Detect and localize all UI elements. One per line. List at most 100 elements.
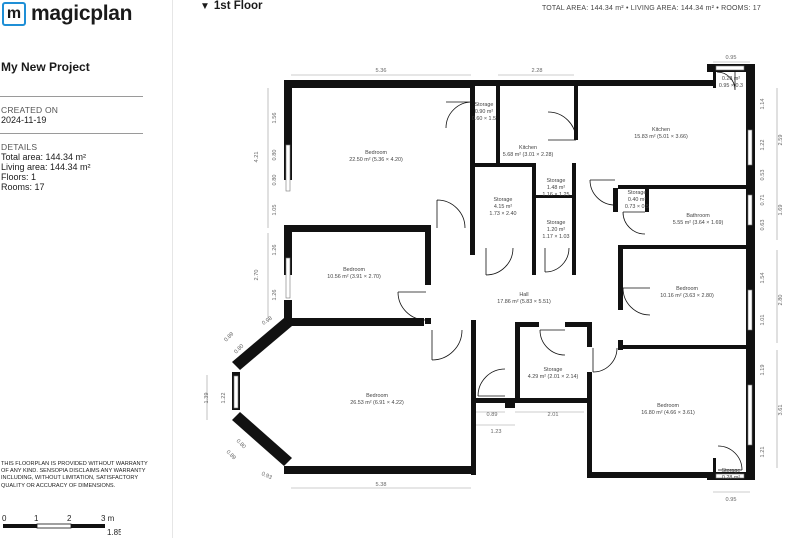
dim-label: 2.01 bbox=[548, 412, 559, 418]
room-area: 26.53 m² (6.91 × 4.22) bbox=[350, 400, 404, 406]
dim-label: 0.53 bbox=[760, 170, 766, 181]
room-area: 0.28 m² bbox=[722, 475, 740, 481]
dim-label: 1.21 bbox=[760, 447, 766, 458]
details-label: DETAILS bbox=[1, 142, 38, 152]
dim-label: 1.22 bbox=[760, 140, 766, 151]
dim-label: 1.23 bbox=[491, 429, 502, 435]
dim-label: 4.21 bbox=[254, 152, 260, 163]
dim-label: 2.59 bbox=[778, 135, 784, 146]
dim-label: 5.38 bbox=[376, 482, 387, 488]
room-area: 15.83 m² (5.01 × 3.66) bbox=[634, 134, 688, 140]
room-name: Storage bbox=[475, 102, 494, 108]
scale-tick-2: 2 bbox=[67, 514, 72, 523]
brand-name: magicplan bbox=[31, 2, 133, 25]
dim-label: 0.71 bbox=[760, 195, 766, 206]
dim-label: 0.80 bbox=[272, 175, 278, 186]
dim-label: 1.56 bbox=[272, 113, 278, 124]
room-area: 10.16 m² (3.63 × 2.80) bbox=[660, 293, 714, 299]
dim-label: 0.89 bbox=[487, 412, 498, 418]
dim-label: 5.36 bbox=[376, 68, 387, 74]
created-date: 2024-11-19 bbox=[1, 115, 47, 125]
floor-name: 1st Floor bbox=[213, 0, 263, 12]
dim-label: 0.63 bbox=[760, 220, 766, 231]
room-name: Storage bbox=[628, 190, 647, 196]
room-area: 1.20 m² bbox=[547, 227, 565, 233]
room-dims: 1.73 × 2.40 bbox=[489, 211, 516, 217]
dim-label: 1.19 bbox=[760, 365, 766, 376]
room-name: Storage bbox=[547, 220, 566, 226]
room-name: Storage bbox=[547, 178, 566, 184]
room-area: 4.15 m² bbox=[494, 204, 512, 210]
detail-living-area: Living area: 144.34 m² bbox=[1, 162, 91, 172]
dim-label: 0.80 bbox=[233, 343, 245, 355]
scale-bar: 0 1 2 3 m 1.85 bbox=[2, 514, 121, 537]
dim-label: 1.26 bbox=[272, 245, 278, 256]
scale-sub-label: 1.85 bbox=[107, 528, 121, 537]
dim-label: 3.61 bbox=[778, 405, 784, 416]
sidebar: m magicplan My New Project CREATED ON 20… bbox=[0, 0, 173, 538]
door-swings bbox=[397, 71, 743, 471]
room-area: 4.29 m² (2.01 × 2.14) bbox=[528, 374, 579, 380]
dim-label: 1.54 bbox=[760, 273, 766, 284]
scale-tick-3: 3 m bbox=[101, 514, 115, 523]
dim-label: 0.80 bbox=[272, 150, 278, 161]
room-name: Storage bbox=[494, 197, 513, 203]
dim-label: 0.98 bbox=[261, 316, 273, 327]
dim-label: 1.69 bbox=[778, 205, 784, 216]
room-area: 10.56 m² (3.91 × 2.70) bbox=[327, 274, 381, 280]
room-name: Bedroom bbox=[676, 286, 698, 292]
room-name: Bedroom bbox=[366, 393, 388, 399]
windows bbox=[233, 65, 753, 479]
dim-label: 2.70 bbox=[254, 270, 260, 281]
room-dims: 0.73 × 0.5 bbox=[625, 204, 649, 210]
brand-logo[interactable]: m magicplan bbox=[2, 2, 132, 26]
room-dims: 1.17 × 1.03 bbox=[542, 234, 569, 240]
dimension-lines bbox=[206, 61, 778, 493]
dimension-labels: 5.36 2.28 0.95 5.38 0.95 0.89 1.23 2.01 … bbox=[204, 55, 784, 503]
room-dims: 1.16 × 1.25 bbox=[542, 192, 569, 198]
room-name: Kitchen bbox=[652, 127, 670, 133]
room-area: 1.48 m² bbox=[547, 185, 565, 191]
room-dims: 0.60 × 1.5 bbox=[472, 116, 496, 122]
detail-rooms: Rooms: 17 bbox=[1, 182, 45, 192]
room-name: Bathroom bbox=[686, 213, 710, 219]
dim-label: 1.01 bbox=[760, 315, 766, 326]
triangle-down-icon: ▼ bbox=[200, 1, 210, 12]
room-area: 16.80 m² (4.66 × 3.61) bbox=[641, 410, 695, 416]
room-name: Bedroom bbox=[365, 150, 387, 156]
room-area: 5.55 m² (3.64 × 1.69) bbox=[673, 220, 724, 226]
dim-label: 0.95 bbox=[726, 55, 737, 61]
dim-label: 0.89 bbox=[225, 449, 237, 461]
detail-floors: Floors: 1 bbox=[1, 172, 37, 182]
dim-label: 1.26 bbox=[272, 290, 278, 301]
dim-label: 1.05 bbox=[272, 205, 278, 216]
project-title: My New Project bbox=[1, 60, 90, 74]
room-area: 22.50 m² (5.36 × 4.20) bbox=[349, 157, 403, 163]
divider bbox=[0, 133, 143, 134]
dim-label: 1.22 bbox=[221, 393, 227, 404]
disclaimer: THIS FLOORPLAN IS PROVIDED WITHOUT WARRA… bbox=[1, 461, 148, 489]
dim-label: 1.39 bbox=[204, 393, 210, 404]
dim-label: 2.28 bbox=[532, 68, 543, 74]
dim-label: 0.95 bbox=[726, 497, 737, 503]
scale-tick-1: 1 bbox=[34, 514, 39, 523]
floor-selector[interactable]: ▼1st Floor bbox=[200, 0, 262, 12]
room-name: Kitchen bbox=[519, 145, 537, 151]
divider bbox=[0, 96, 143, 97]
scale-tick-0: 0 bbox=[2, 514, 7, 523]
room-name: Bedroom bbox=[657, 403, 679, 409]
room-area: 17.86 m² (5.83 × 5.51) bbox=[497, 299, 551, 305]
dim-label: 2.80 bbox=[778, 295, 784, 306]
magicplan-logo-icon: m bbox=[2, 2, 26, 26]
dim-label: 0.93 bbox=[260, 471, 272, 481]
interior-walls bbox=[286, 70, 752, 478]
dim-label: 1.14 bbox=[760, 99, 766, 110]
room-name: Bedroom bbox=[343, 267, 365, 273]
room-labels: Bedroom 22.50 m² (5.36 × 4.20) Storage 0… bbox=[327, 76, 743, 481]
room-area: 0.40 m² bbox=[628, 197, 646, 203]
detail-total-area: Total area: 144.34 m² bbox=[1, 152, 87, 162]
room-area: 5.68 m² (3.01 × 2.28) bbox=[503, 152, 554, 158]
room-area: 0.90 m² bbox=[475, 109, 493, 115]
room-area: 0.28 m² bbox=[722, 76, 740, 82]
